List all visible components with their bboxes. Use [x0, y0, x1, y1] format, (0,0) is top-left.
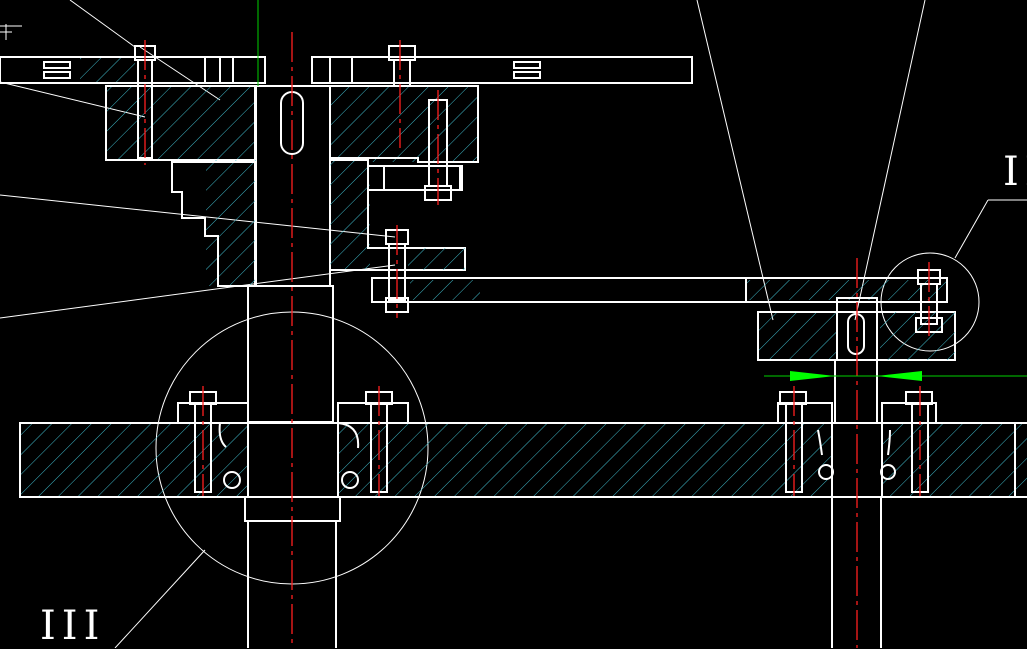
section-label-ii: II [1003, 149, 1027, 195]
base-plate [19, 402, 1027, 498]
upper-hub [105, 85, 479, 287]
center-lines [144, 32, 930, 648]
section-label-iii: III [40, 603, 106, 649]
link-arm [371, 248, 956, 361]
top-plate [0, 56, 693, 84]
dimension-line [257, 0, 1027, 381]
